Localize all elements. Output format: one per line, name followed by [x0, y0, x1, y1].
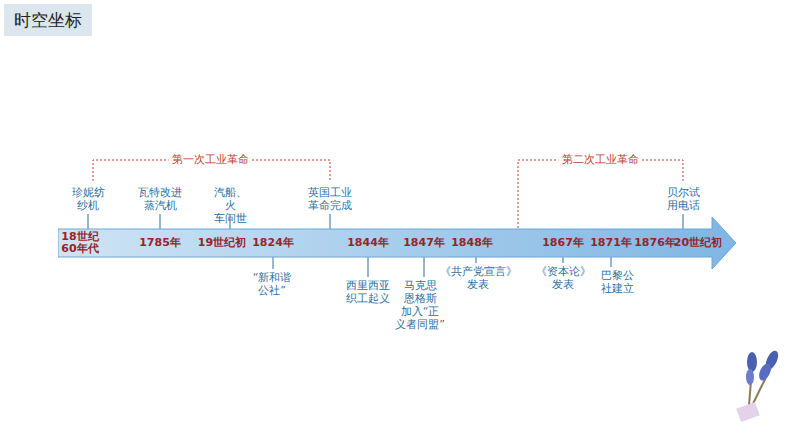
year-label: 1867年 [542, 237, 584, 249]
timeline-arrow: 18世纪 60年代 1785年 19世纪初 1824年 1844年 1847年 1848年 1… [58, 217, 738, 269]
year-label: 19世纪初 [198, 237, 246, 249]
event-label: 巴黎公 社建立 [601, 269, 634, 295]
arrow-body [58, 217, 736, 269]
flower-decoration [736, 349, 781, 422]
year-label: 20世纪初 [674, 237, 722, 249]
year-label: 1871年 [590, 237, 632, 249]
era-label: 第二次工业革命 [559, 153, 642, 166]
era-bracket [93, 160, 683, 228]
event-label: 珍妮纺 纱机 [72, 186, 105, 212]
event-label: 汽船、火 车问世 [214, 186, 247, 225]
event-label: 马克思 恩格斯 加入“正 义者同盟” [395, 279, 445, 331]
event-label: 《资本论》 发表 [536, 265, 591, 291]
year-label: 1824年 [252, 237, 294, 249]
event-label: 英国工业 革命完成 [308, 186, 352, 212]
event-label: 西里西亚 织工起义 [346, 279, 390, 305]
year-label: 1848年 [451, 237, 493, 249]
year-label: 1847年 [403, 237, 445, 249]
event-label: “新和谐 公社” [253, 271, 292, 297]
event-label: 《共产党宣言》 发表 [440, 265, 517, 291]
year-label: 1876年 [634, 237, 676, 249]
tick-lines [88, 214, 683, 277]
event-label: 瓦特改进 蒸汽机 [138, 186, 182, 212]
year-label: 1844年 [347, 237, 389, 249]
section-title: 时空坐标 [4, 4, 92, 36]
year-label: 1785年 [139, 237, 181, 249]
year-label: 18世纪 60年代 [61, 231, 98, 255]
era-label: 第一次工业革命 [169, 153, 252, 166]
event-label: 贝尔试 用电话 [667, 186, 700, 212]
